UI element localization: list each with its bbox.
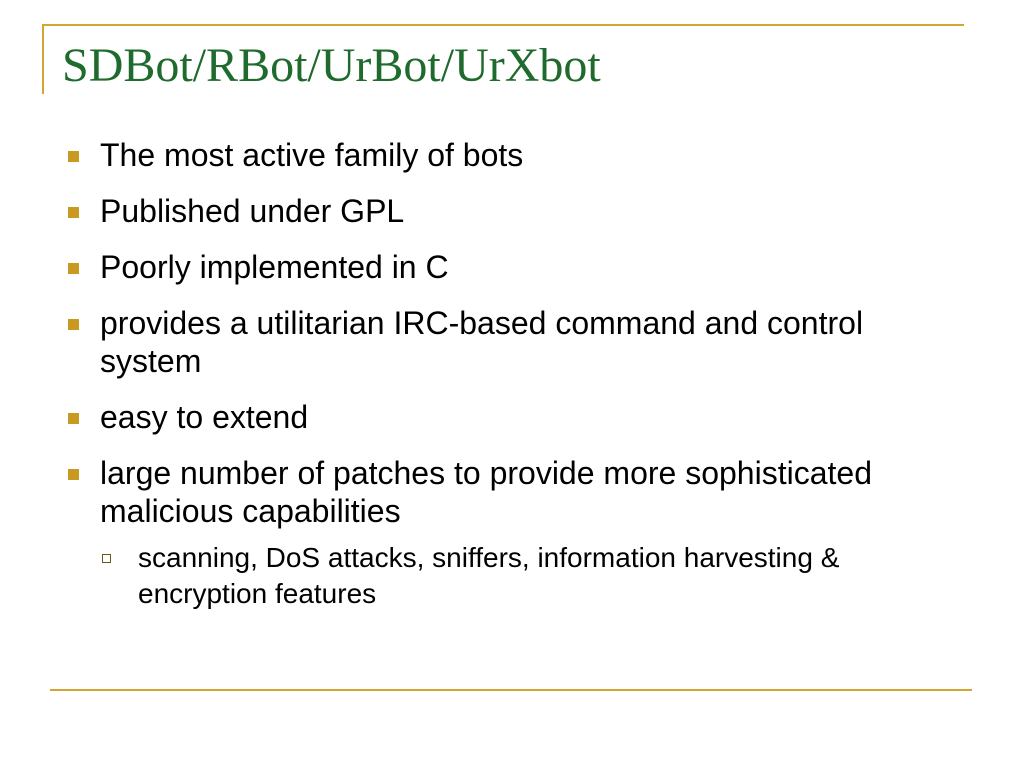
bullet-text: provides a utilitarian IRC-based command… [100, 305, 864, 379]
bullet-list: The most active family of bots Published… [64, 136, 944, 630]
bullet-text: Poorly implemented in C [100, 249, 449, 285]
bullet-text: easy to extend [100, 399, 309, 435]
bullet-item: Published under GPL [64, 192, 944, 230]
bullet-text: Published under GPL [100, 193, 405, 229]
sub-bullet-text: scanning, DoS attacks, sniffers, informa… [138, 542, 840, 609]
bottom-rule [50, 689, 972, 691]
bullet-item: easy to extend [64, 398, 944, 436]
bullet-text: The most active family of bots [100, 137, 524, 173]
bullet-text: large number of patches to provide more … [100, 455, 872, 529]
square-bullet-icon [68, 469, 79, 480]
bullet-item: The most active family of bots [64, 136, 944, 174]
left-rule [42, 24, 44, 94]
square-bullet-icon [68, 151, 79, 162]
bullet-item: large number of patches to provide more … [64, 454, 944, 612]
square-bullet-icon [68, 207, 79, 218]
sub-bullet-item: scanning, DoS attacks, sniffers, informa… [100, 540, 944, 612]
sub-bullet-list: scanning, DoS attacks, sniffers, informa… [100, 540, 944, 612]
square-bullet-icon [68, 413, 79, 424]
top-rule [42, 24, 964, 26]
slide-title: SDBot/RBot/UrBot/UrXbot [62, 39, 601, 92]
square-bullet-icon [68, 263, 79, 274]
square-bullet-icon [68, 319, 79, 330]
bullet-item: Poorly implemented in C [64, 248, 944, 286]
bullet-item: provides a utilitarian IRC-based command… [64, 304, 944, 380]
hollow-square-bullet-icon [102, 554, 111, 563]
